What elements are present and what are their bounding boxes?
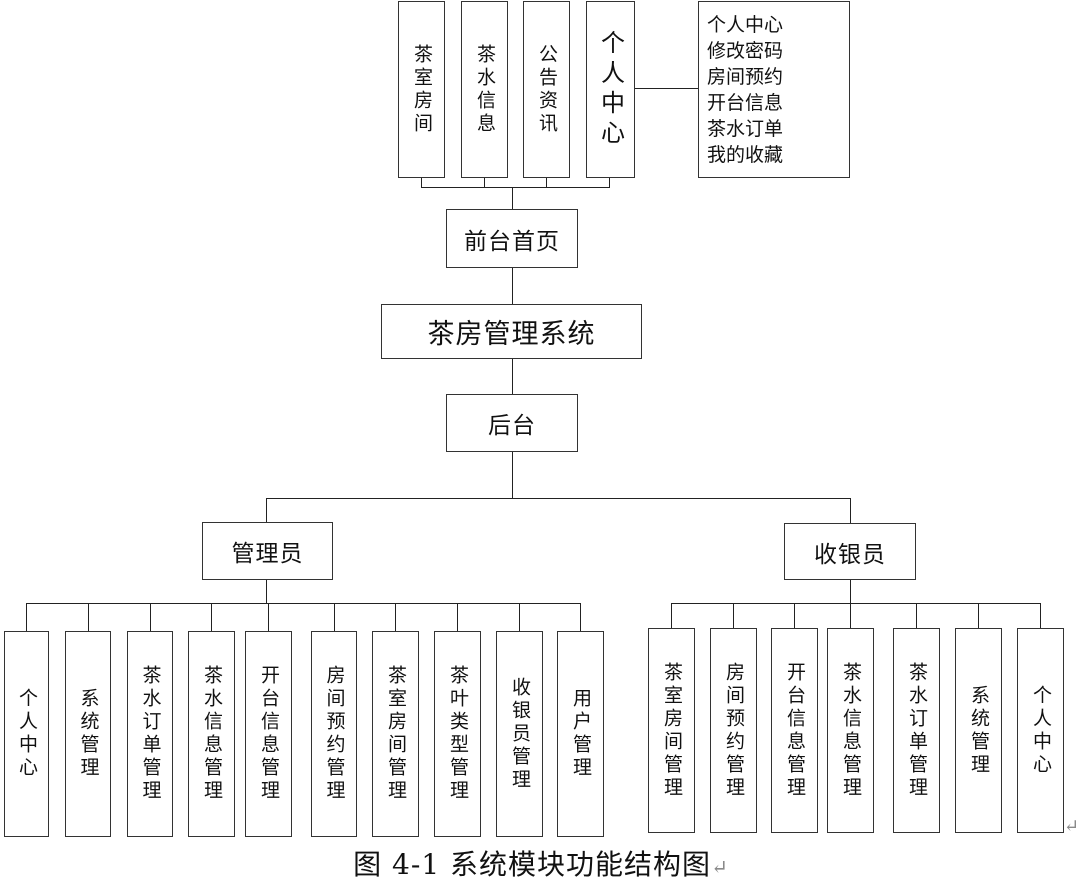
module-label: 系统管理 <box>968 684 990 777</box>
submenu-item: 房间预约 <box>707 66 784 88</box>
cashier-module-system-mgmt: 系统管理 <box>955 628 1002 833</box>
connector <box>211 603 212 631</box>
admin-module-tea-order-mgmt: 茶水订单管理 <box>127 631 173 837</box>
cashier-module-personal-center: 个人中心 <box>1017 628 1064 833</box>
connector <box>421 177 422 188</box>
node-label: 茶房管理系统 <box>427 319 596 350</box>
module-label: 收银员管理 <box>509 676 531 792</box>
admin-module-room-booking-mgmt: 房间预约管理 <box>311 631 357 837</box>
node-label: 收银员 <box>814 541 886 568</box>
connector <box>26 603 27 631</box>
connector <box>512 452 513 499</box>
module-label: 房间预约管理 <box>323 665 346 803</box>
figure-caption: 图 4-1 系统模块功能结构图↵ <box>0 843 1082 883</box>
node-label: 管理员 <box>231 541 304 567</box>
connector <box>268 603 269 631</box>
submenu-item: 我的收藏 <box>707 144 784 166</box>
connector <box>484 177 485 188</box>
connector <box>916 603 917 628</box>
connector <box>850 603 851 628</box>
connector <box>512 268 513 304</box>
connector <box>150 603 151 631</box>
module-label: 茶水信息管理 <box>201 665 223 803</box>
cashier-node: 收银员 <box>784 523 916 580</box>
connector <box>733 603 734 628</box>
submenu-item: 茶水订单 <box>707 118 784 140</box>
connector <box>546 177 547 188</box>
module-label: 茶室房间 <box>411 43 433 136</box>
personal-center-submenu: 个人中心 修改密码 房间预约 开台信息 茶水订单 我的收藏 <box>698 1 850 178</box>
frontend-module-tea-rooms: 茶室房间 <box>398 1 445 178</box>
module-label: 个人中心 <box>1030 684 1052 777</box>
admin-module-tea-type-mgmt: 茶叶类型管理 <box>434 631 481 837</box>
admin-module-personal-center: 个人中心 <box>4 631 49 837</box>
cashier-module-tea-info-mgmt: 茶水信息管理 <box>827 628 874 833</box>
connector <box>850 498 851 523</box>
submenu-item: 修改密码 <box>707 40 784 62</box>
module-label: 茶水订单管理 <box>139 665 162 803</box>
connector <box>266 498 851 499</box>
connector <box>421 187 610 188</box>
caption-text: 图 4-1 系统模块功能结构图 <box>353 848 712 881</box>
backend-node: 后台 <box>446 394 578 452</box>
connector <box>334 603 335 631</box>
submenu-item: 个人中心 <box>707 14 784 36</box>
connector <box>850 580 851 603</box>
module-label: 茶室房间管理 <box>385 665 407 803</box>
connector <box>26 603 581 604</box>
connector <box>671 603 672 628</box>
connector <box>457 603 458 631</box>
connector <box>88 603 89 631</box>
admin-module-tea-room-mgmt: 茶室房间管理 <box>372 631 419 837</box>
submenu-item: 开台信息 <box>707 92 784 114</box>
cashier-module-tea-room-mgmt: 茶室房间管理 <box>648 628 695 833</box>
module-label: 房间预约管理 <box>723 661 745 800</box>
connector <box>635 88 699 89</box>
connector <box>580 603 581 631</box>
frontend-module-announcements: 公告资讯 <box>523 1 570 178</box>
module-label: 开台信息管理 <box>258 665 280 803</box>
module-label: 茶水订单管理 <box>906 661 928 800</box>
module-label: 个人中心 <box>16 688 38 780</box>
return-mark-icon: ↵ <box>711 855 729 879</box>
module-label: 个人中心 <box>596 29 625 150</box>
connector <box>266 498 267 522</box>
connector <box>395 603 396 631</box>
frontend-module-tea-info: 茶水信息 <box>461 1 508 178</box>
connector <box>671 603 1041 604</box>
cashier-module-room-booking-mgmt: 房间预约管理 <box>710 628 757 833</box>
module-label: 公告资讯 <box>536 43 558 136</box>
node-label: 前台首页 <box>464 228 560 255</box>
module-label: 用户管理 <box>570 688 592 780</box>
module-label: 开台信息管理 <box>784 661 806 800</box>
admin-module-user-mgmt: 用户管理 <box>557 631 604 837</box>
connector <box>794 603 795 628</box>
connector <box>1040 603 1041 628</box>
module-label: 茶室房间管理 <box>661 661 683 800</box>
connector <box>512 187 513 209</box>
system-root-node: 茶房管理系统 <box>381 304 642 359</box>
node-label: 后台 <box>488 413 536 439</box>
cashier-module-table-info-mgmt: 开台信息管理 <box>771 628 818 833</box>
connector <box>512 359 513 394</box>
module-label: 茶水信息管理 <box>840 661 862 800</box>
admin-module-system-mgmt: 系统管理 <box>65 631 111 837</box>
return-mark-icon: ↵ <box>1064 816 1080 837</box>
frontend-home-node: 前台首页 <box>446 209 578 268</box>
admin-module-tea-info-mgmt: 茶水信息管理 <box>188 631 235 837</box>
admin-module-table-info-mgmt: 开台信息管理 <box>245 631 292 837</box>
module-label: 茶叶类型管理 <box>447 665 469 803</box>
cashier-module-tea-order-mgmt: 茶水订单管理 <box>893 628 940 833</box>
module-label: 茶水信息 <box>474 43 496 136</box>
connector <box>978 603 979 628</box>
frontend-module-personal-center: 个人中心 <box>586 1 635 178</box>
admin-module-cashier-mgmt: 收银员管理 <box>496 631 543 837</box>
connector <box>519 603 520 631</box>
connector <box>609 177 610 188</box>
module-label: 系统管理 <box>77 688 100 780</box>
connector <box>266 580 267 603</box>
admin-node: 管理员 <box>202 522 333 580</box>
